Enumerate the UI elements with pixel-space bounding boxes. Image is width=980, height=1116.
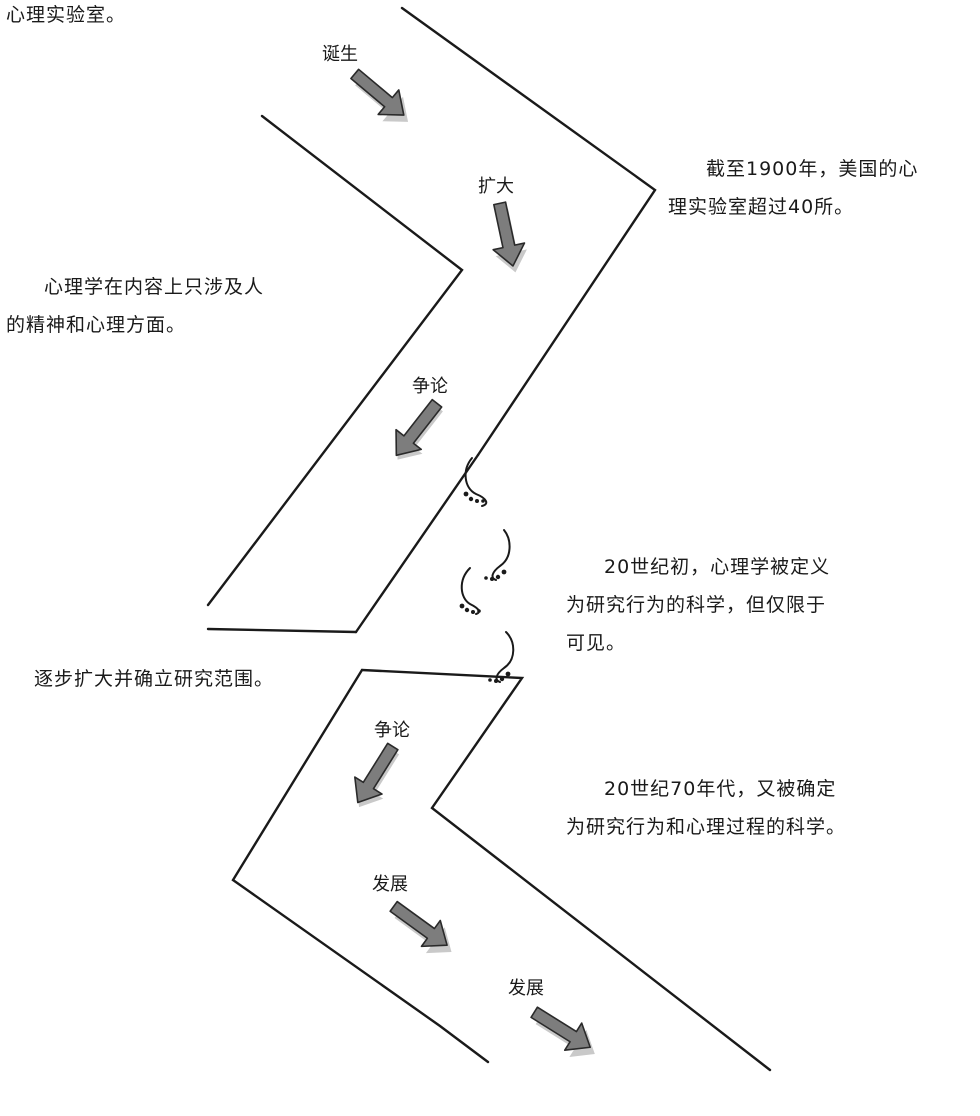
arrow-debate-2 bbox=[354, 742, 400, 808]
paragraph-line: 为研究行为的科学，但仅限于 bbox=[566, 594, 827, 616]
stage-label-debate-1: 争论 bbox=[412, 376, 448, 397]
upper-path-lower-slope bbox=[354, 453, 480, 634]
footprint-3 bbox=[459, 567, 481, 615]
paragraph-line: 的精神和心理方面。 bbox=[6, 314, 187, 336]
paragraph-line: 心理实验室。 bbox=[6, 4, 127, 26]
paragraph-line: 为研究行为和心理过程的科学。 bbox=[566, 816, 847, 838]
arrow-develop-2 bbox=[530, 1006, 595, 1057]
stage-label-expand: 扩大 bbox=[478, 176, 514, 197]
paragraph-line: 逐步扩大并确立研究范围。 bbox=[34, 668, 275, 690]
paragraph-line: 截至1900年，美国的心 bbox=[706, 158, 919, 180]
paragraph-labs-1900: 截至1900年，美国的心 理实验室超过40所。 bbox=[668, 150, 918, 226]
paragraph-seventies: 20世纪70年代，又被确定 为研究行为和心理过程的科学。 bbox=[566, 770, 846, 846]
paragraph-line: 20世纪初，心理学被定义 bbox=[604, 556, 831, 578]
stage-label-debate-2: 争论 bbox=[374, 720, 410, 741]
upper-path-left-edge bbox=[206, 114, 464, 607]
paragraph-early-20th-century: 20世纪初，心理学被定义 为研究行为的科学，但仅限于 可见。 bbox=[566, 548, 830, 662]
stage-label-birth: 诞生 bbox=[322, 44, 358, 65]
upper-path-bottom-edge bbox=[206, 627, 358, 634]
footprint-4 bbox=[488, 631, 515, 683]
upper-path-right-edge bbox=[400, 6, 657, 457]
paragraph-line: 可见。 bbox=[566, 632, 627, 654]
stage-label-develop-1: 发展 bbox=[372, 874, 408, 895]
paragraph-line: 心理学在内容上只涉及人 bbox=[44, 276, 265, 298]
arrow-debate-1 bbox=[395, 398, 443, 460]
lower-path-left-edge bbox=[360, 668, 772, 1072]
paragraph-expand-scope: 逐步扩大并确立研究范围。 bbox=[34, 660, 274, 698]
footprint-1 bbox=[463, 457, 488, 507]
arrow-develop-1 bbox=[389, 900, 452, 954]
paragraph-top-fragment: 心理实验室。 bbox=[6, 0, 126, 34]
paragraph-content-scope: 心理学在内容上只涉及人 的精神和心理方面。 bbox=[6, 268, 264, 344]
paragraph-line: 20世纪70年代，又被确定 bbox=[604, 778, 837, 800]
lower-path-outer-edge bbox=[231, 668, 490, 1064]
paragraph-line: 理实验室超过40所。 bbox=[668, 196, 855, 218]
stage-label-develop-2: 发展 bbox=[508, 978, 544, 999]
footprints bbox=[459, 457, 515, 683]
arrow-birth bbox=[350, 68, 409, 122]
footprint-2 bbox=[484, 529, 511, 581]
arrow-expand bbox=[492, 201, 527, 273]
